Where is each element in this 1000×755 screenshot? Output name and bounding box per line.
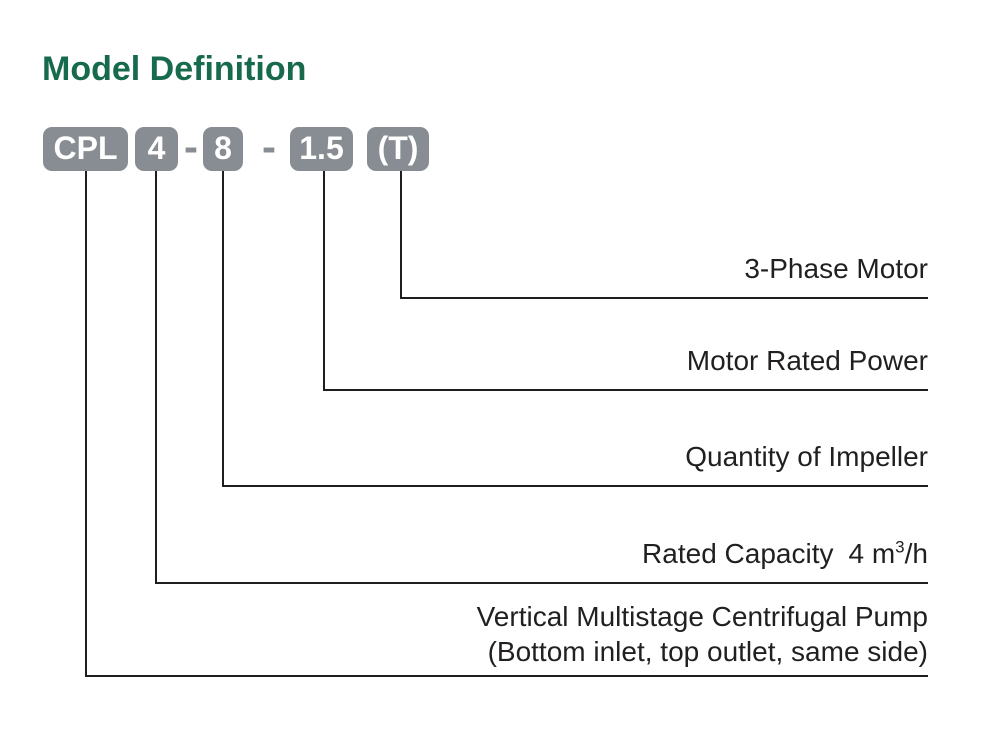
model-code-separator: - — [262, 123, 276, 170]
connector-line-series — [85, 171, 928, 677]
callout-label-impellers: Quantity of Impeller — [685, 441, 928, 472]
model-badge-series: CPL — [43, 127, 128, 171]
series-label-line2: (Bottom inlet, top outlet, same side) — [487, 636, 928, 667]
callout-label-power: Motor Rated Power — [686, 345, 928, 376]
callout-label-phase: 3-Phase Motor — [744, 253, 928, 284]
connector-line-phase — [400, 171, 928, 299]
connector-line-capacity — [155, 171, 928, 584]
capacity-label-prefix: Rated Capacity — [642, 538, 834, 569]
capacity-exponent: 3 — [895, 537, 905, 557]
model-badge-impellers: 8 — [203, 127, 243, 171]
model-code-separator: - — [184, 123, 198, 170]
model-badge-power: 1.5 — [290, 127, 353, 171]
model-badge-capacity: 4 — [135, 127, 178, 171]
capacity-unit-suffix: /h — [904, 538, 928, 569]
connector-line-impellers — [222, 171, 928, 487]
capacity-value: 4 m — [848, 538, 896, 569]
series-label-line1: Vertical Multistage Centrifugal Pump — [476, 601, 928, 632]
callout-label-capacity: Rated Capacity 4 m3/h — [642, 537, 928, 570]
connector-line-power — [323, 171, 928, 391]
callout-label-series: Vertical Multistage Centrifugal Pump (Bo… — [477, 599, 928, 669]
model-badge-phase: (T) — [367, 127, 429, 171]
page-title: Model Definition — [42, 50, 307, 88]
